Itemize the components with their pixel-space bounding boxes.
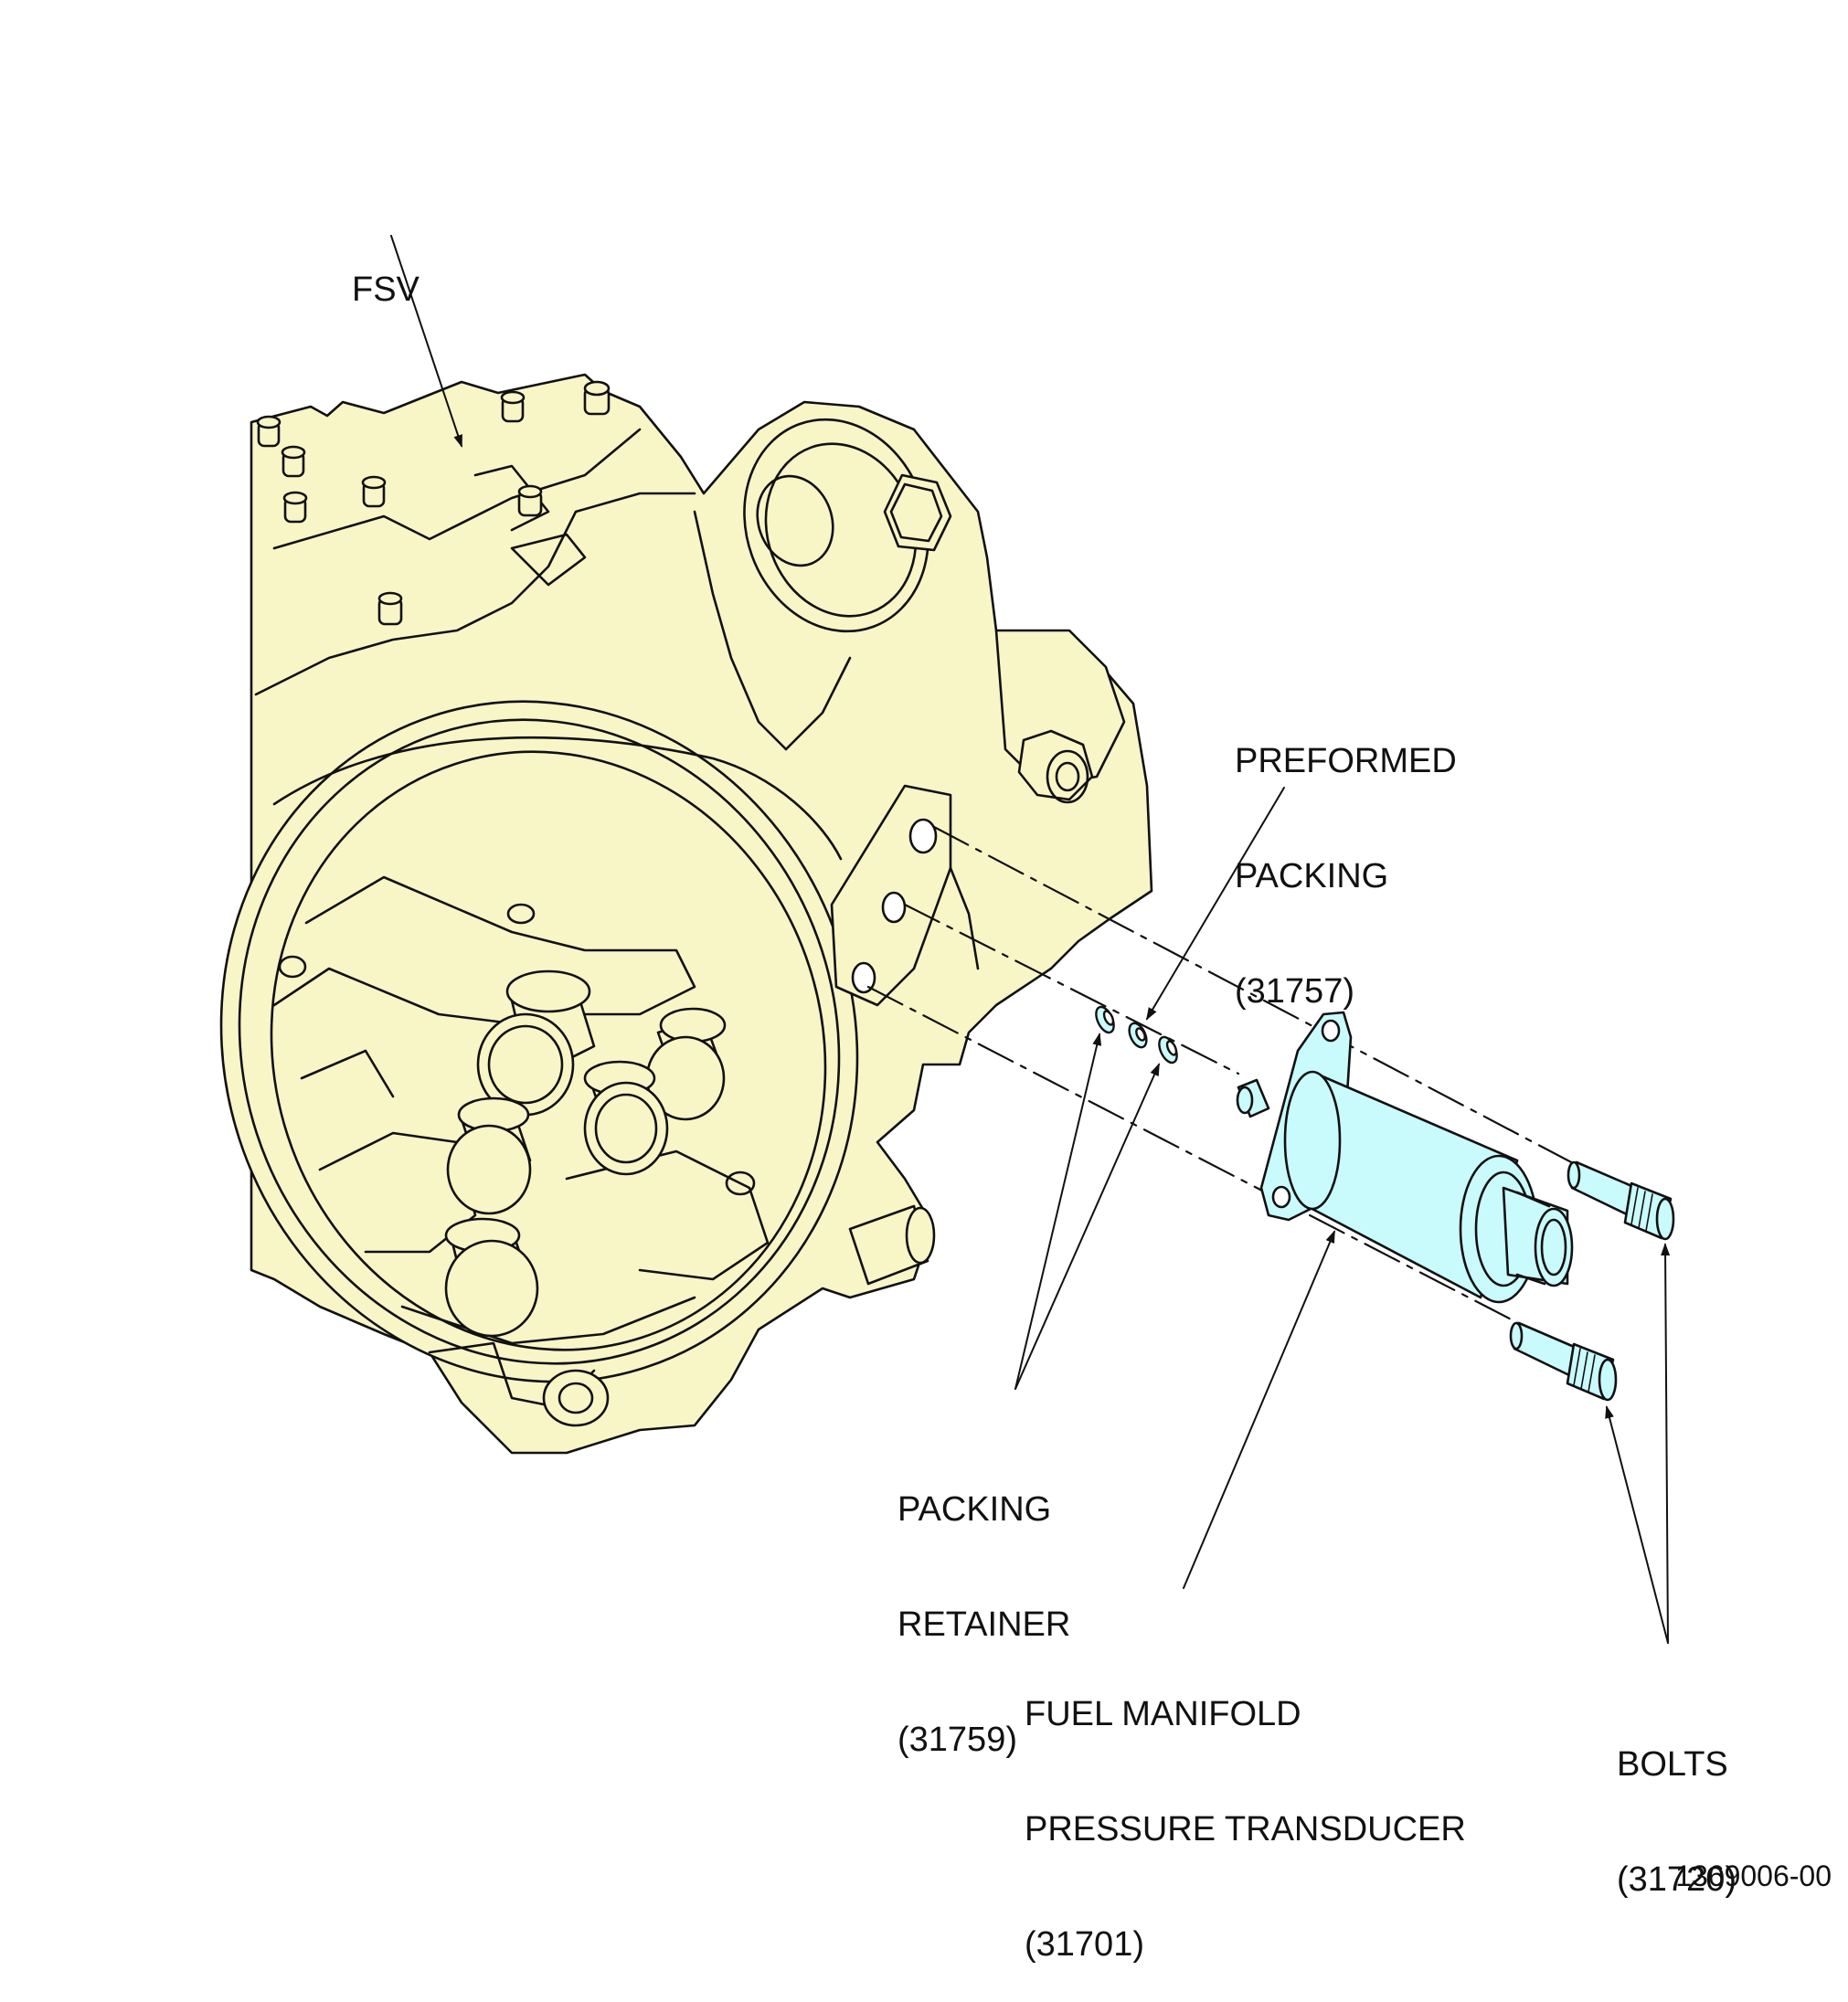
fsv-lower-fitting (848, 1204, 936, 1286)
figure-number: 1369006-00 (1675, 1859, 1832, 1892)
fsv-label: FSV (352, 194, 420, 347)
packing-retainer-label-line1: PACKING (897, 1490, 1052, 1529)
alignment-lines (866, 825, 1578, 1327)
preformed-packing (1128, 1022, 1148, 1049)
exploded-view-diagram (219, 235, 1675, 1644)
transducer-label-line1: FUEL MANIFOLD (1025, 1695, 1301, 1733)
bolt-lower (1509, 1321, 1618, 1402)
fsv-label-text: FSV (352, 270, 420, 309)
leader-transducer (1183, 1230, 1335, 1589)
fsv-hex-boss (743, 418, 952, 633)
leader-retainer-1 (1014, 1033, 1102, 1390)
packing-retainer-label: PACKING RETAINER (31759) (897, 1414, 1070, 1797)
leader-fsv (390, 235, 462, 448)
preformed-packing-label-line1: PREFORMED (1235, 742, 1457, 780)
packing-retainer-label-line2: RETAINER (897, 1605, 1071, 1644)
fsv-top-fittings (256, 380, 611, 626)
transducer-label-line3: (31701) (1025, 1925, 1144, 1964)
fsv-housing (219, 373, 1153, 1455)
packing-set (1095, 1005, 1178, 1065)
packing-retainer-2 (1158, 1035, 1178, 1065)
transducer-label-line2: PRESSURE TRANSDUCER (1025, 1810, 1466, 1848)
fsv-side-fitting (994, 629, 1126, 804)
leader-lines (390, 235, 1671, 1644)
preformed-packing-label-line3: (31757) (1235, 972, 1354, 1011)
bolt-upper (1567, 1160, 1675, 1241)
leader-preformed-packing (1145, 787, 1285, 1021)
bolts-label: BOLTS (31720) (1617, 1668, 1736, 1937)
preformed-packing-label-line2: PACKING (1235, 857, 1389, 895)
fsv-face-plugs (444, 969, 727, 1338)
packing-retainer-1 (1095, 1005, 1115, 1034)
bolts-label-line2: (31720) (1617, 1860, 1736, 1899)
leader-retainer-2 (1014, 1063, 1160, 1390)
transducer-label: FUEL MANIFOLD PRESSURE TRANSDUCER (31701… (1025, 1618, 1466, 2002)
preformed-packing-label: PREFORMED PACKING (31757) (1235, 665, 1457, 1049)
leader-bolt-upper (1661, 1243, 1671, 1644)
bolts-label-line1: BOLTS (1617, 1745, 1728, 1784)
leader-bolt-lower (1605, 1405, 1669, 1644)
fuel-manifold-pressure-transducer (1236, 1011, 1574, 1304)
packing-retainer-label-line3: (31759) (897, 1721, 1017, 1759)
